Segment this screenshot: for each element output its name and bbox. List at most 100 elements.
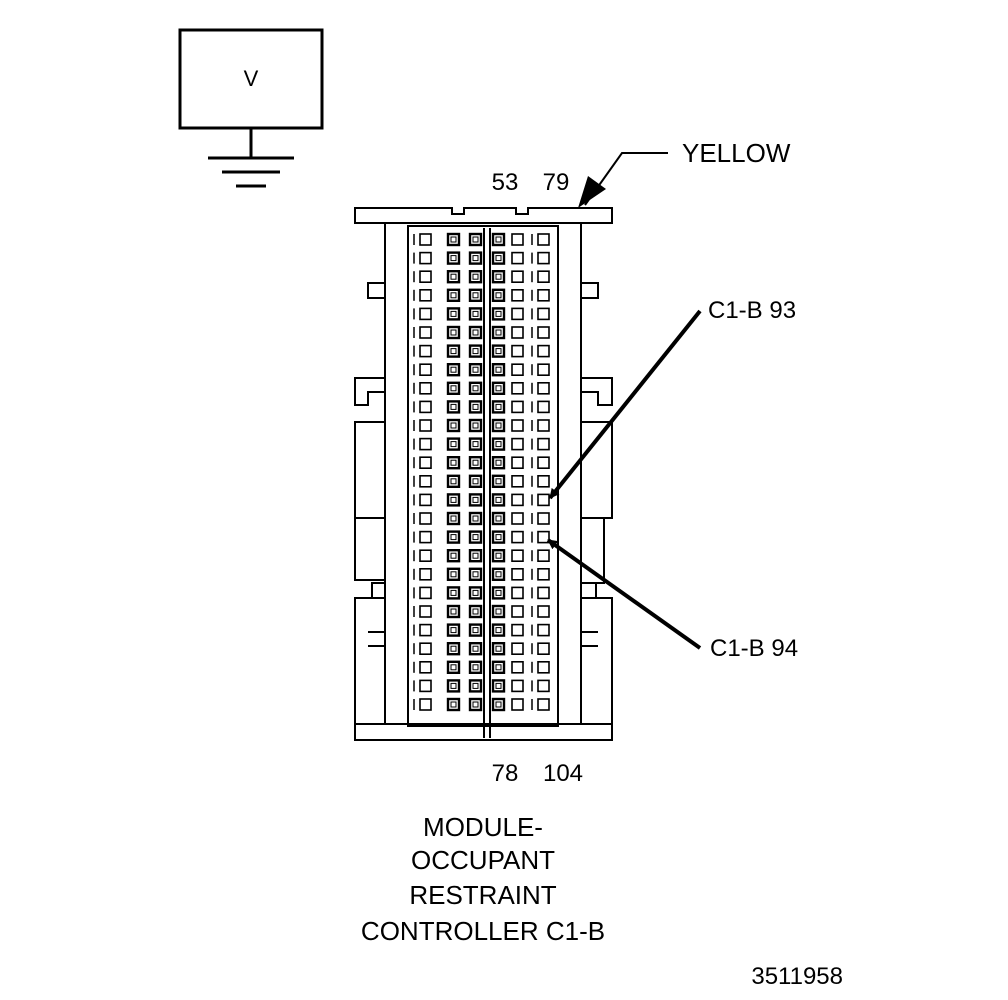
pin-cavity xyxy=(491,530,506,544)
pin-cavity xyxy=(491,325,506,340)
pin-terminal xyxy=(450,366,457,373)
pin-cavity xyxy=(537,400,550,414)
pin-terminal xyxy=(472,515,479,522)
pin-terminal xyxy=(450,348,457,355)
pin-cavity xyxy=(511,605,524,618)
pin-cavity xyxy=(537,698,550,711)
pin-cavity xyxy=(446,549,461,563)
pin-terminal xyxy=(495,682,502,689)
pin-cavity xyxy=(491,586,506,600)
pin-terminal xyxy=(495,310,502,317)
pin-cavity xyxy=(419,344,432,358)
pin-cavity xyxy=(419,233,432,246)
pin-cavity xyxy=(511,567,524,581)
pin-cavity xyxy=(419,512,432,525)
pin-cavity xyxy=(446,679,461,693)
pin-terminal xyxy=(495,273,502,280)
pin-cavity xyxy=(537,419,550,432)
pin-cavity xyxy=(446,604,461,619)
pin-cavity xyxy=(491,660,506,674)
pin-terminal xyxy=(450,273,457,280)
pin-cavity xyxy=(468,586,483,600)
pin-cavity xyxy=(468,232,483,247)
pin-terminal xyxy=(472,422,479,429)
pin-cavity xyxy=(419,567,432,581)
pin-terminal xyxy=(450,459,457,466)
pin-cavity xyxy=(511,381,524,395)
pin-cavity xyxy=(537,344,550,358)
pin-cavity xyxy=(419,437,432,451)
pin-cavity xyxy=(446,511,461,526)
pin-cavity xyxy=(446,456,461,470)
right-latch-middle xyxy=(581,421,613,519)
pin-terminal xyxy=(450,664,457,671)
pin-cavity xyxy=(446,270,461,284)
caption-line-4: CONTROLLER C1-B xyxy=(361,916,605,946)
pin-terminal xyxy=(472,701,479,708)
pin-terminal xyxy=(495,589,502,596)
pin-terminal xyxy=(472,255,479,262)
ground-icon xyxy=(208,156,294,188)
pin-cavity xyxy=(511,698,524,711)
pin-terminal xyxy=(450,385,457,392)
callout-pin-94: C1-B 94 xyxy=(546,538,798,662)
pin-terminal xyxy=(472,441,479,448)
pin-cavity xyxy=(446,437,461,451)
pin-terminal xyxy=(472,478,479,485)
pin-cavity xyxy=(491,344,506,358)
right-latch-upper xyxy=(581,377,613,406)
pin-cavity xyxy=(419,623,432,637)
pin-cavity xyxy=(468,604,483,619)
pin-cavity xyxy=(446,567,461,581)
left-latch-lower xyxy=(354,517,386,581)
pin-terminal xyxy=(450,645,457,652)
pin-cavity xyxy=(468,381,483,395)
pin-cavity xyxy=(468,307,483,321)
pin-cavity xyxy=(537,679,550,693)
pin-cavity xyxy=(491,474,506,488)
pin-terminal xyxy=(450,329,457,336)
pin-cavity xyxy=(537,605,550,618)
pin-terminal xyxy=(450,496,457,503)
pin-cavity xyxy=(537,474,550,488)
pin-cavity xyxy=(537,251,550,265)
pin-cavity xyxy=(537,363,550,377)
pin-terminal xyxy=(450,255,457,262)
pin-terminal xyxy=(495,552,502,559)
pin-cavity xyxy=(419,530,432,544)
pin-cavity xyxy=(446,660,461,674)
pin-terminal xyxy=(495,348,502,355)
pin-cavity xyxy=(419,586,432,600)
pin-label-78: 78 xyxy=(492,760,519,787)
pin-cavity xyxy=(511,419,524,432)
pin-cavity xyxy=(537,567,550,581)
pin-cavity xyxy=(511,512,524,525)
pin-terminal xyxy=(495,478,502,485)
pin-terminal xyxy=(472,627,479,634)
pin-terminal xyxy=(450,422,457,429)
pin-cavity xyxy=(511,549,524,563)
voltmeter-box xyxy=(178,28,324,130)
caption-line-2: OCCUPANT xyxy=(411,845,555,875)
pin-cavity xyxy=(537,233,550,246)
pin-cavity xyxy=(446,493,461,507)
pin-terminal xyxy=(495,534,502,541)
pin-terminal xyxy=(472,534,479,541)
pin-cavity xyxy=(468,288,483,302)
left-latch-middle xyxy=(354,421,386,519)
pin-cavity xyxy=(419,698,432,711)
pin-cavity xyxy=(491,381,506,395)
pin-cavity xyxy=(511,251,524,265)
pin-terminal xyxy=(472,682,479,689)
pin-terminal xyxy=(450,310,457,317)
pin-cavity xyxy=(491,270,506,284)
pin-terminal xyxy=(495,385,502,392)
pin-cavity xyxy=(468,344,483,358)
pin-cavity xyxy=(419,363,432,377)
pin-cavity xyxy=(468,623,483,637)
pin-terminal xyxy=(495,422,502,429)
pin-cavity xyxy=(491,288,506,302)
pin-cavity xyxy=(511,326,524,339)
pin-cavity xyxy=(419,400,432,414)
